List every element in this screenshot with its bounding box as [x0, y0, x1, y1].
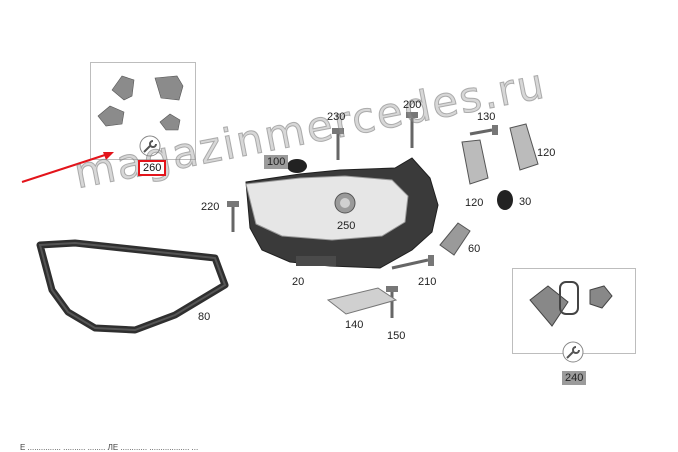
- callout-60[interactable]: 60: [468, 243, 481, 255]
- screw-200: [406, 112, 418, 148]
- callout-30[interactable]: 30: [519, 196, 532, 208]
- red-arrow-icon: [21, 152, 114, 183]
- control-unit-parts: [529, 281, 613, 327]
- callout-20[interactable]: 20: [292, 276, 305, 288]
- headlamp-housing-20: [245, 157, 439, 269]
- callout-130[interactable]: 130: [477, 111, 496, 123]
- callout-150[interactable]: 150: [387, 330, 406, 342]
- screw-130: [469, 125, 498, 136]
- wrench-icon-240: [562, 341, 584, 363]
- callout-200[interactable]: 200: [403, 99, 422, 111]
- callout-250[interactable]: 250: [337, 220, 356, 232]
- wrench-icon-260: [139, 135, 161, 157]
- screw-230: [332, 128, 344, 160]
- callout-210[interactable]: 210: [418, 276, 437, 288]
- footer-cut-text: Е ............... .......... ........ ЛЕ…: [20, 443, 199, 452]
- module-60: [439, 222, 471, 256]
- lens-frame-80: [36, 239, 229, 334]
- callout-120-b[interactable]: 120: [465, 197, 484, 209]
- module-140: [326, 287, 398, 315]
- callout-80[interactable]: 80: [198, 311, 211, 323]
- callout-120-a[interactable]: 120: [537, 147, 556, 159]
- callout-230[interactable]: 230: [327, 111, 346, 123]
- callout-140[interactable]: 140: [345, 319, 364, 331]
- cap-100: [287, 159, 307, 173]
- screw-220: [227, 201, 239, 232]
- screw-150: [386, 286, 398, 318]
- clip-parts: [97, 75, 184, 131]
- module-120-b: [461, 139, 489, 185]
- callout-220[interactable]: 220: [201, 201, 220, 213]
- screw-210: [391, 255, 434, 270]
- grommet-30: [497, 190, 513, 210]
- callout-240[interactable]: 240: [562, 371, 587, 385]
- module-120-a: [509, 123, 539, 171]
- callout-100[interactable]: 100: [264, 155, 289, 169]
- callout-260[interactable]: 260: [138, 160, 167, 176]
